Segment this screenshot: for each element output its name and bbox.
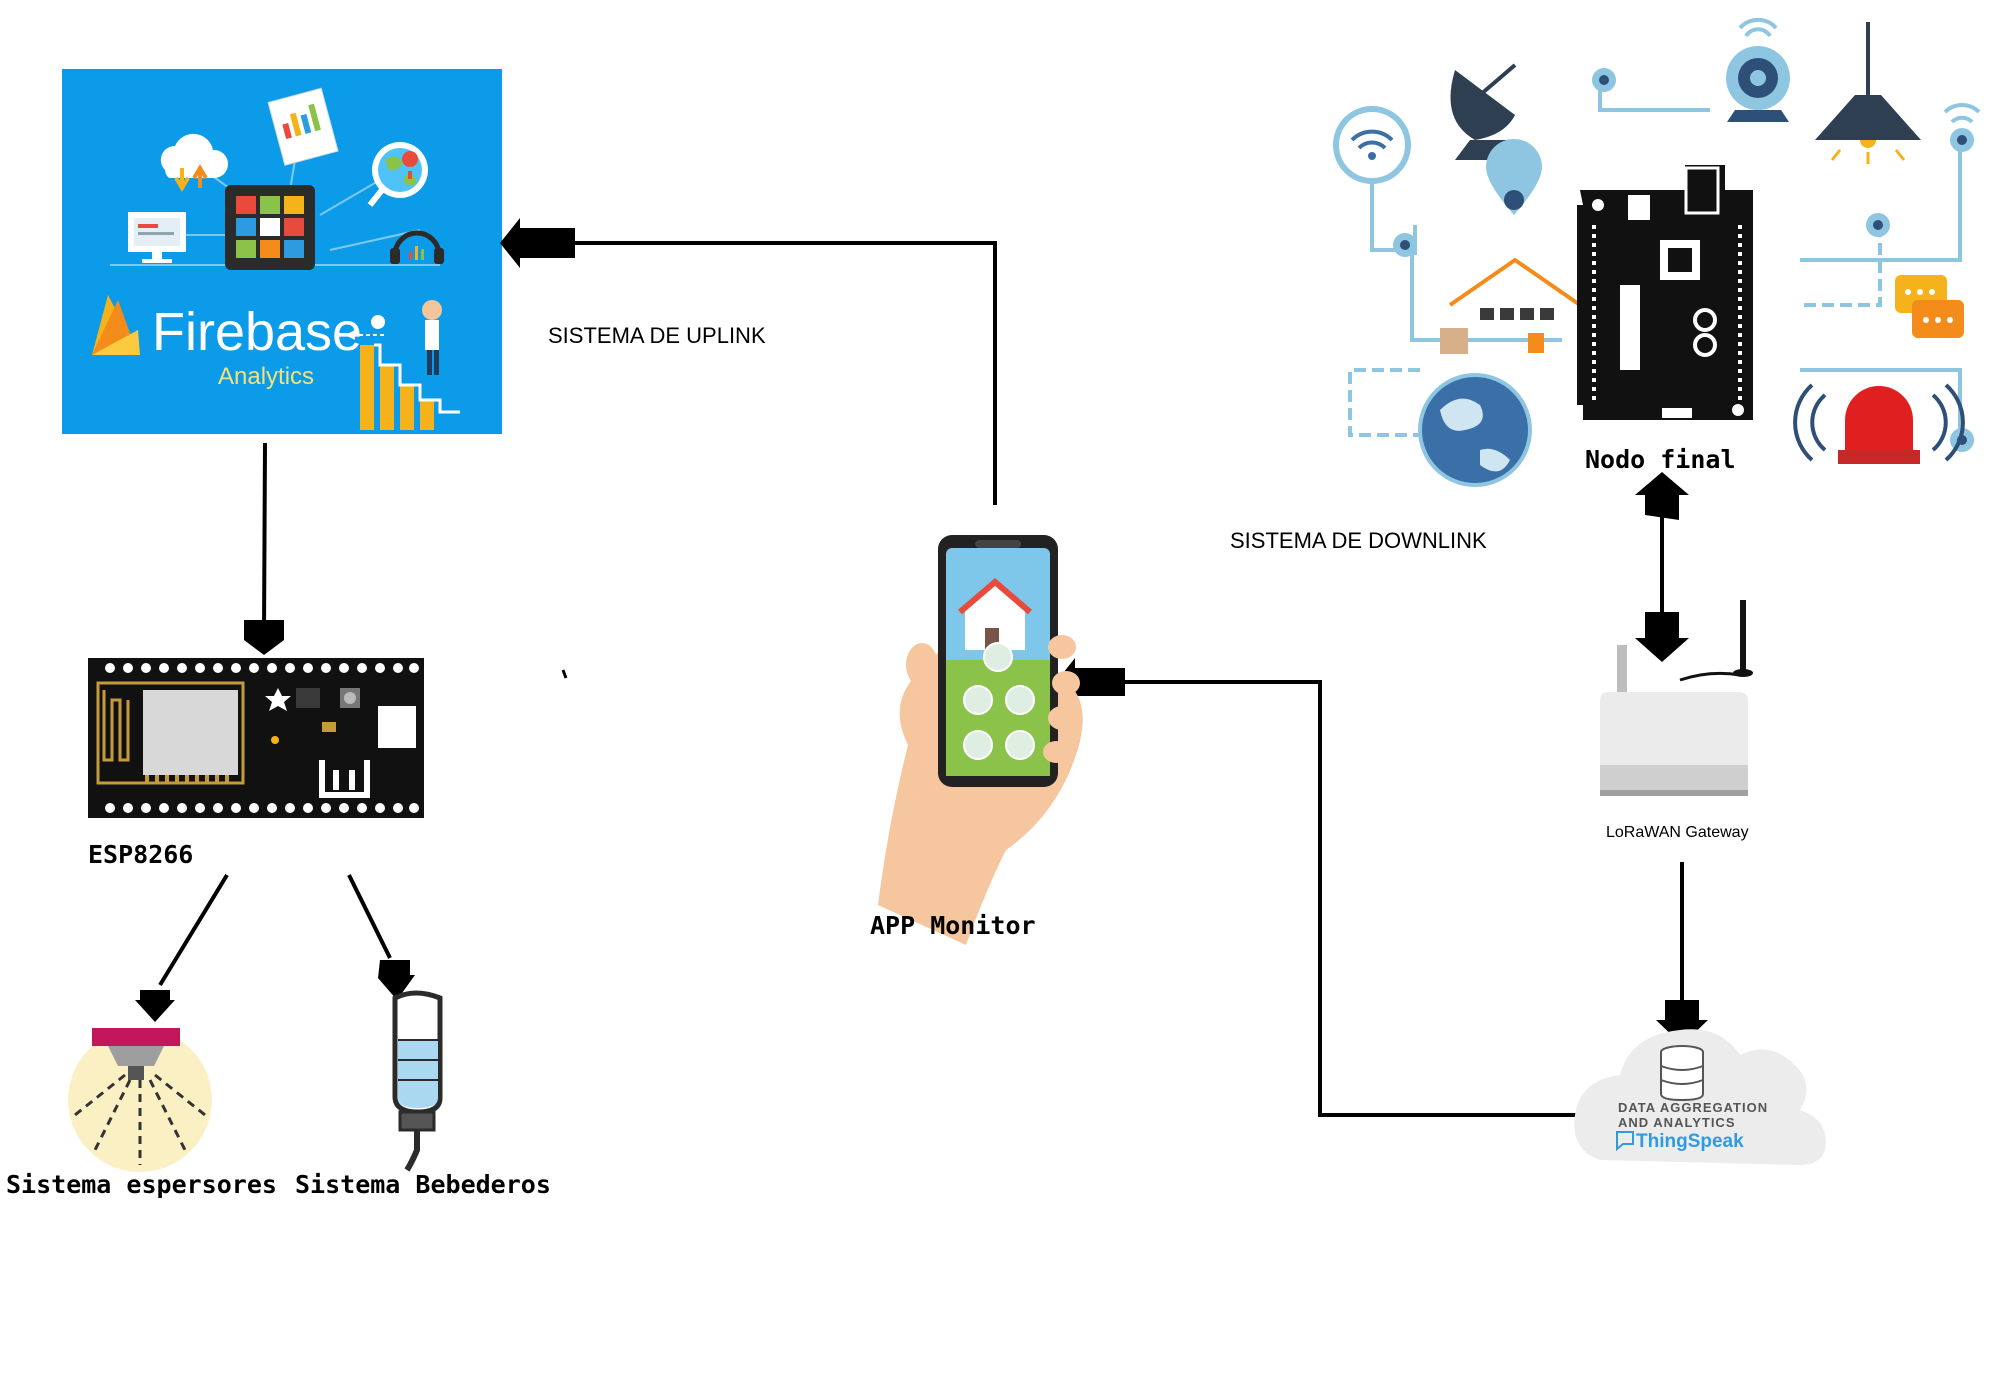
node-final-label: Nodo final: [1585, 445, 1736, 474]
iot-icons: [1333, 17, 1981, 487]
firebase-logo-icon: [92, 295, 140, 355]
chat-bubbles-icon: [1895, 275, 1964, 338]
thingspeak-brand: ThingSpeak: [1636, 1131, 1744, 1152]
sprinkler-icon: [68, 1028, 212, 1172]
globe-icon: [1418, 373, 1532, 487]
globe-search-icon: [367, 142, 428, 207]
cloud-sync-icon: [160, 133, 229, 192]
thingspeak-caption-line1: DATA AGGREGATION: [1618, 1100, 1768, 1115]
database-icon: [1660, 1045, 1704, 1102]
drinkers-label: Sistema Bebederos: [295, 1170, 551, 1199]
uplink-label: SISTEMA DE UPLINK: [548, 323, 766, 348]
firebase-analytics-panel: Firebase Analytics: [62, 69, 502, 434]
thingspeak-logo-icon: [1616, 1131, 1634, 1152]
app-monitor-phone: [878, 535, 1083, 945]
drinker-bottle-icon: [392, 990, 443, 1172]
monitor-icon: [128, 212, 186, 263]
esp8266-board: [88, 658, 424, 818]
gateway-label: LoRaWAN Gateway: [1606, 824, 1749, 841]
phone-app-icons: [963, 642, 1035, 760]
esp-to-sprinklers-arrow: [158, 873, 229, 987]
stray-mark: [561, 669, 568, 679]
headphones-icon: [390, 230, 444, 264]
arrowheads: [135, 218, 1708, 1045]
connector-lines: [158, 241, 1684, 1117]
sprinklers-label: Sistema espersores: [6, 1170, 277, 1199]
firebase-subtitle: Analytics: [218, 363, 314, 390]
arduino-board-icon: [1577, 165, 1753, 420]
webcam-icon: [1726, 17, 1790, 122]
report-icon: [267, 87, 339, 166]
firebase-title: Firebase: [152, 302, 362, 362]
uplink-arrow: [560, 241, 997, 505]
downlink-label: SISTEMA DE DOWNLINK: [1230, 528, 1487, 553]
map-pin-icon: [1486, 139, 1542, 215]
esp8266-label: ESP8266: [88, 840, 194, 869]
thingspeak-cloud: DATA AGGREGATION AND ANALYTICS ThingSpea…: [1574, 1029, 1826, 1165]
lorawan-gateway-device: [1600, 600, 1753, 796]
app-monitor-label: APP Monitor: [870, 911, 1036, 940]
growth-chart-icon: [345, 300, 460, 430]
alarm-siren-icon: [1793, 383, 1965, 464]
lamp-icon: [1815, 22, 1921, 164]
downlink-arrow: [1115, 680, 1600, 1117]
house-icon: [1440, 257, 1582, 354]
esp-to-drinkers-arrow: [347, 874, 392, 959]
firebase-to-esp-arrow: [262, 442, 267, 634]
tablet-icon: [225, 185, 315, 270]
wifi-icon: [1333, 106, 1411, 184]
thingspeak-caption-line2: AND ANALYTICS: [1618, 1115, 1736, 1130]
